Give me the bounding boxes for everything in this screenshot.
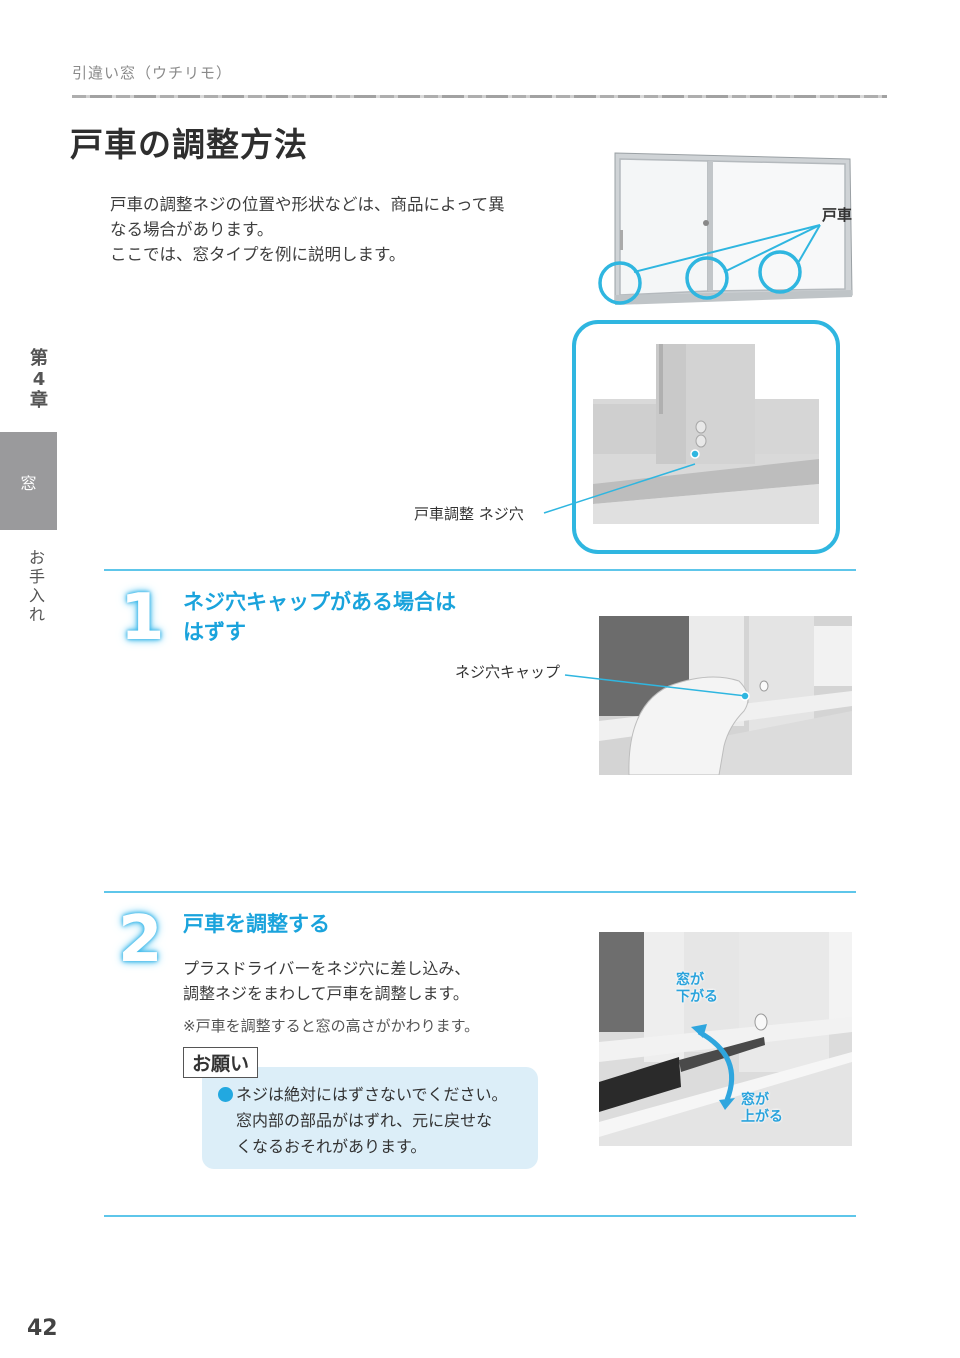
- side-section-char: 入: [28, 586, 45, 605]
- cap-leader-line: [564, 674, 747, 697]
- page-number: 42: [27, 1316, 58, 1341]
- sliding-window-illustration: [598, 152, 853, 305]
- caution-line: ネジは絶対にはずさないでください。: [236, 1085, 508, 1104]
- step-2-text-line: 調整ネジをまわして戸車を調整します。: [183, 984, 469, 1003]
- side-section-char: 手: [28, 567, 45, 586]
- side-section-label: お手入れ: [27, 548, 47, 624]
- step-1-title: ネジ穴キャップがある場合は はずす: [183, 587, 456, 647]
- step-2-divider: [104, 891, 856, 893]
- screw-hole-detail-photo: [593, 344, 819, 524]
- chapter-number: 4: [32, 369, 46, 390]
- chapter-suffix: 章: [30, 390, 48, 411]
- side-section-char: れ: [28, 605, 45, 624]
- screw-hole-callout-label: 戸車調整 ネジ穴: [414, 505, 524, 523]
- window-raises-label: 窓が 上がる: [741, 1092, 783, 1126]
- step-1-divider: [104, 569, 856, 571]
- intro-line: 戸車の調整ネジの位置や形状などは、商品によって異: [110, 195, 505, 214]
- intro-line: なる場合があります。: [110, 220, 274, 239]
- window-lowers-label: 窓が 下がる: [676, 972, 718, 1006]
- caution-heading: お願い: [183, 1047, 259, 1078]
- chapter-prefix: 第: [30, 348, 48, 369]
- window-raises-line: 窓が: [741, 1092, 769, 1108]
- intro-text: 戸車の調整ネジの位置や形状などは、商品によって異 なる場合があります。 ここでは…: [110, 192, 570, 267]
- cap-callout-label: ネジ穴キャップ: [455, 663, 561, 681]
- screwdriver-adjust-photo: [599, 932, 852, 1146]
- window-lowers-line: 窓が: [676, 972, 704, 988]
- screw-hole-leader-line: [543, 463, 696, 514]
- header-divider: [72, 95, 887, 98]
- bottom-divider: [104, 1215, 856, 1217]
- caution-text: ネジは絶対にはずさないでください。 窓内部の部品がはずれ、元に戻せな くなるおそ…: [218, 1082, 534, 1160]
- step-2-note: ※戸車を調整すると窓の高さがかわります。: [183, 1017, 480, 1035]
- intro-line: ここでは、窓タイプを例に説明します。: [110, 245, 406, 264]
- caution-line: 窓内部の部品がはずれ、元に戻せな: [236, 1111, 493, 1130]
- side-tab-window[interactable]: 窓: [0, 432, 57, 530]
- caution-box: [202, 1067, 538, 1169]
- window-raises-line: 上がる: [741, 1109, 783, 1125]
- chapter-label: 第 4 章: [24, 348, 54, 411]
- step-1-title-line: ネジ穴キャップがある場合は: [183, 590, 456, 614]
- step-1-number: 1: [120, 581, 165, 655]
- step-2-instructions: プラスドライバーをネジ穴に差し込み、 調整ネジをまわして戸車を調整します。: [183, 956, 470, 1006]
- breadcrumb: 引違い窓（ウチリモ）: [72, 64, 233, 82]
- step-2-number: 2: [118, 903, 163, 977]
- remove-cap-photo: [599, 616, 852, 775]
- bullet-icon: [218, 1087, 233, 1102]
- side-section-char: お: [28, 548, 45, 567]
- step-2-title: 戸車を調整する: [183, 912, 330, 936]
- side-tab-label: 窓: [20, 474, 37, 493]
- step-2-text-line: プラスドライバーをネジ穴に差し込み、: [183, 959, 471, 978]
- window-lowers-line: 下がる: [676, 989, 718, 1005]
- roller-callout-label: 戸車: [822, 206, 853, 224]
- page-title: 戸車の調整方法: [70, 125, 308, 164]
- caution-line: くなるおそれがあります。: [236, 1137, 427, 1156]
- step-1-title-line: はずす: [183, 620, 246, 644]
